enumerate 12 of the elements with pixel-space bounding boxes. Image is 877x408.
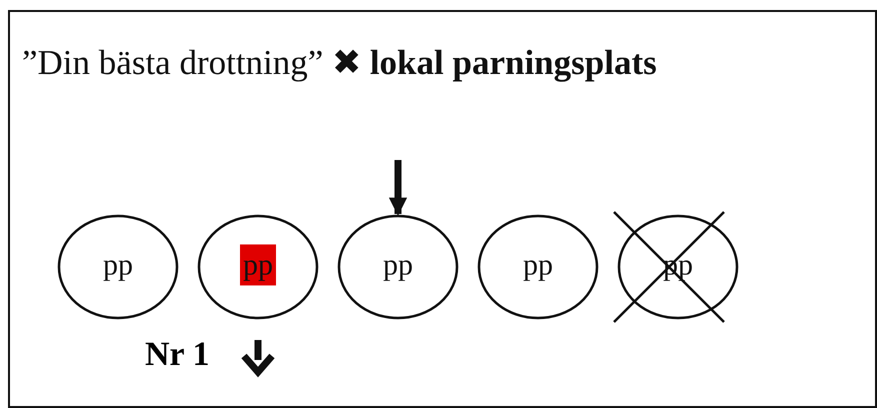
ellipse-node bbox=[337, 214, 459, 320]
ellipse-node bbox=[57, 214, 179, 320]
label-text: Nr 1 bbox=[145, 336, 210, 374]
ellipse-node bbox=[477, 214, 599, 320]
ellipse-node bbox=[197, 214, 319, 320]
title: ”Din bästa drottning” ✖ lokal parningsplats bbox=[22, 42, 657, 83]
arrow bbox=[388, 160, 408, 216]
node-label: pp bbox=[102, 247, 134, 284]
node-label: pp bbox=[240, 244, 276, 286]
ellipse-node bbox=[617, 214, 739, 320]
node-label: pp bbox=[382, 247, 414, 284]
node-label: pp bbox=[522, 247, 554, 284]
